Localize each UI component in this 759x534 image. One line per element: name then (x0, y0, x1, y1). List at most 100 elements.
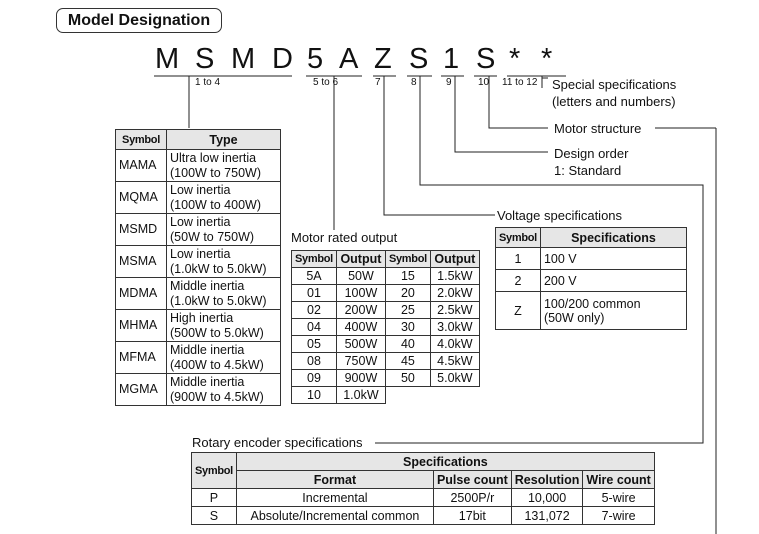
type-symbol: MHMA (115, 309, 167, 342)
output-cell-empty (430, 387, 479, 404)
code-char-6: A (339, 43, 359, 75)
table-row: 1 100 V (495, 247, 688, 270)
table-row: MDMA Middle inertia(1.0kW to 5.0kW) (115, 277, 281, 310)
code-char-4: D (272, 43, 293, 75)
type-symbol: MSMD (115, 213, 167, 246)
encoder-table: Symbol Specifications Format Pulse count… (191, 452, 655, 525)
table-row: MHMA High inertia(500W to 5.0kW) (115, 309, 281, 342)
output-cell: 08 (291, 352, 337, 370)
type-desc: Middle inertia(1.0kW to 5.0kW) (166, 277, 281, 310)
output-cell: 2.0kW (429, 284, 480, 302)
type-symbol: MQMA (115, 181, 167, 214)
code-char-2: S (195, 43, 215, 75)
encoder-wire: 7-wire (582, 506, 655, 525)
position-label-10: 10 (478, 77, 490, 88)
design-order-value: 1: Standard (554, 163, 622, 178)
voltage-symbol: Z (495, 291, 541, 330)
output-cell: 5A (291, 267, 337, 285)
output-cell: 400W (335, 318, 386, 336)
output-header-output-2: Output (429, 250, 480, 268)
output-cell: 1.0kW (335, 386, 386, 404)
table-row: MGMA Middle inertia(900W to 4.5kW) (115, 373, 281, 406)
voltage-header-spec: Specifications (539, 227, 688, 248)
voltage-spec: 100 V (539, 247, 688, 270)
type-symbol: MFMA (115, 341, 167, 374)
output-cell: 3.0kW (429, 318, 480, 336)
table-row: MFMA Middle inertia(400W to 4.5kW) (115, 341, 281, 374)
code-char-1: M (155, 43, 180, 75)
table-row: S Absolute/Incremental common 17bit 131,… (191, 506, 655, 525)
voltage-table: Symbol Specifications 1 100 V 2 200 V Z … (495, 227, 688, 330)
code-char-3: M (231, 43, 256, 75)
output-cell: 25 (384, 301, 431, 319)
type-table-header-symbol: Symbol (115, 129, 167, 150)
position-label-9: 9 (446, 77, 452, 88)
code-char-9: 1 (443, 43, 460, 75)
rated-output-label: Motor rated output (291, 230, 398, 245)
output-cell: 40 (384, 335, 431, 353)
type-symbol: MSMA (115, 245, 167, 278)
encoder-header-pulse: Pulse count (432, 470, 512, 489)
type-desc: Low inertia(1.0kW to 5.0kW) (166, 245, 281, 278)
type-desc: Low inertia(50W to 750W) (166, 213, 281, 246)
output-cell: 1.5kW (429, 267, 480, 285)
output-cell: 4.5kW (429, 352, 480, 370)
type-table-header-type: Type (166, 129, 281, 150)
table-row: MSMA Low inertia(1.0kW to 5.0kW) (115, 245, 281, 278)
type-desc: Low inertia(100W to 400W) (166, 181, 281, 214)
voltage-header-symbol: Symbol (495, 227, 541, 248)
encoder-format: Incremental (235, 488, 434, 507)
table-row: MSMD Low inertia(50W to 750W) (115, 213, 281, 246)
code-char-10: S (476, 43, 496, 75)
encoder-format: Absolute/Incremental common (235, 506, 434, 525)
code-char-7: Z (374, 43, 392, 75)
section-title: Model Designation (56, 8, 222, 33)
encoder-resolution: 131,072 (510, 506, 584, 525)
output-header-symbol-1: Symbol (291, 250, 337, 268)
encoder-header-symbol: Symbol (191, 452, 237, 489)
output-cell: 45 (384, 352, 431, 370)
encoder-pulse: 2500P/r (432, 488, 512, 507)
output-cell: 20 (384, 284, 431, 302)
position-label-11-12: 11 to 12 (502, 77, 538, 88)
output-cell: 04 (291, 318, 337, 336)
special-spec-label: Special specifications (552, 77, 677, 92)
encoder-header-wire: Wire count (582, 470, 655, 489)
table-row: Z 100/200 common(50W only) (495, 291, 688, 330)
table-row: MAMA Ultra low inertia(100W to 750W) (115, 149, 281, 182)
code-char-12: * (541, 43, 553, 75)
voltage-symbol: 2 (495, 269, 541, 292)
table-row: 2 200 V (495, 269, 688, 292)
output-cell: 50W (335, 267, 386, 285)
output-cell: 200W (335, 301, 386, 319)
encoder-header-resolution: Resolution (510, 470, 584, 489)
output-header-symbol-2: Symbol (384, 250, 431, 268)
output-cell: 4.0kW (429, 335, 480, 353)
position-label-7: 7 (375, 77, 381, 88)
output-cell: 09 (291, 369, 337, 387)
output-cell-empty (385, 387, 430, 404)
encoder-spec-label: Rotary encoder specifications (192, 435, 363, 450)
output-cell: 2.5kW (429, 301, 480, 319)
output-cell: 10 (291, 386, 337, 404)
output-cell: 30 (384, 318, 431, 336)
voltage-spec: 200 V (539, 269, 688, 292)
encoder-resolution: 10,000 (510, 488, 584, 507)
type-desc: Middle inertia(900W to 4.5kW) (166, 373, 281, 406)
position-label-8: 8 (411, 77, 417, 88)
output-cell: 900W (335, 369, 386, 387)
motor-structure-label: Motor structure (554, 121, 642, 136)
position-label-5-6: 5 to 6 (313, 77, 339, 88)
design-order-label: Design order (554, 146, 629, 161)
table-row: MQMA Low inertia(100W to 400W) (115, 181, 281, 214)
output-cell: 50 (384, 369, 431, 387)
